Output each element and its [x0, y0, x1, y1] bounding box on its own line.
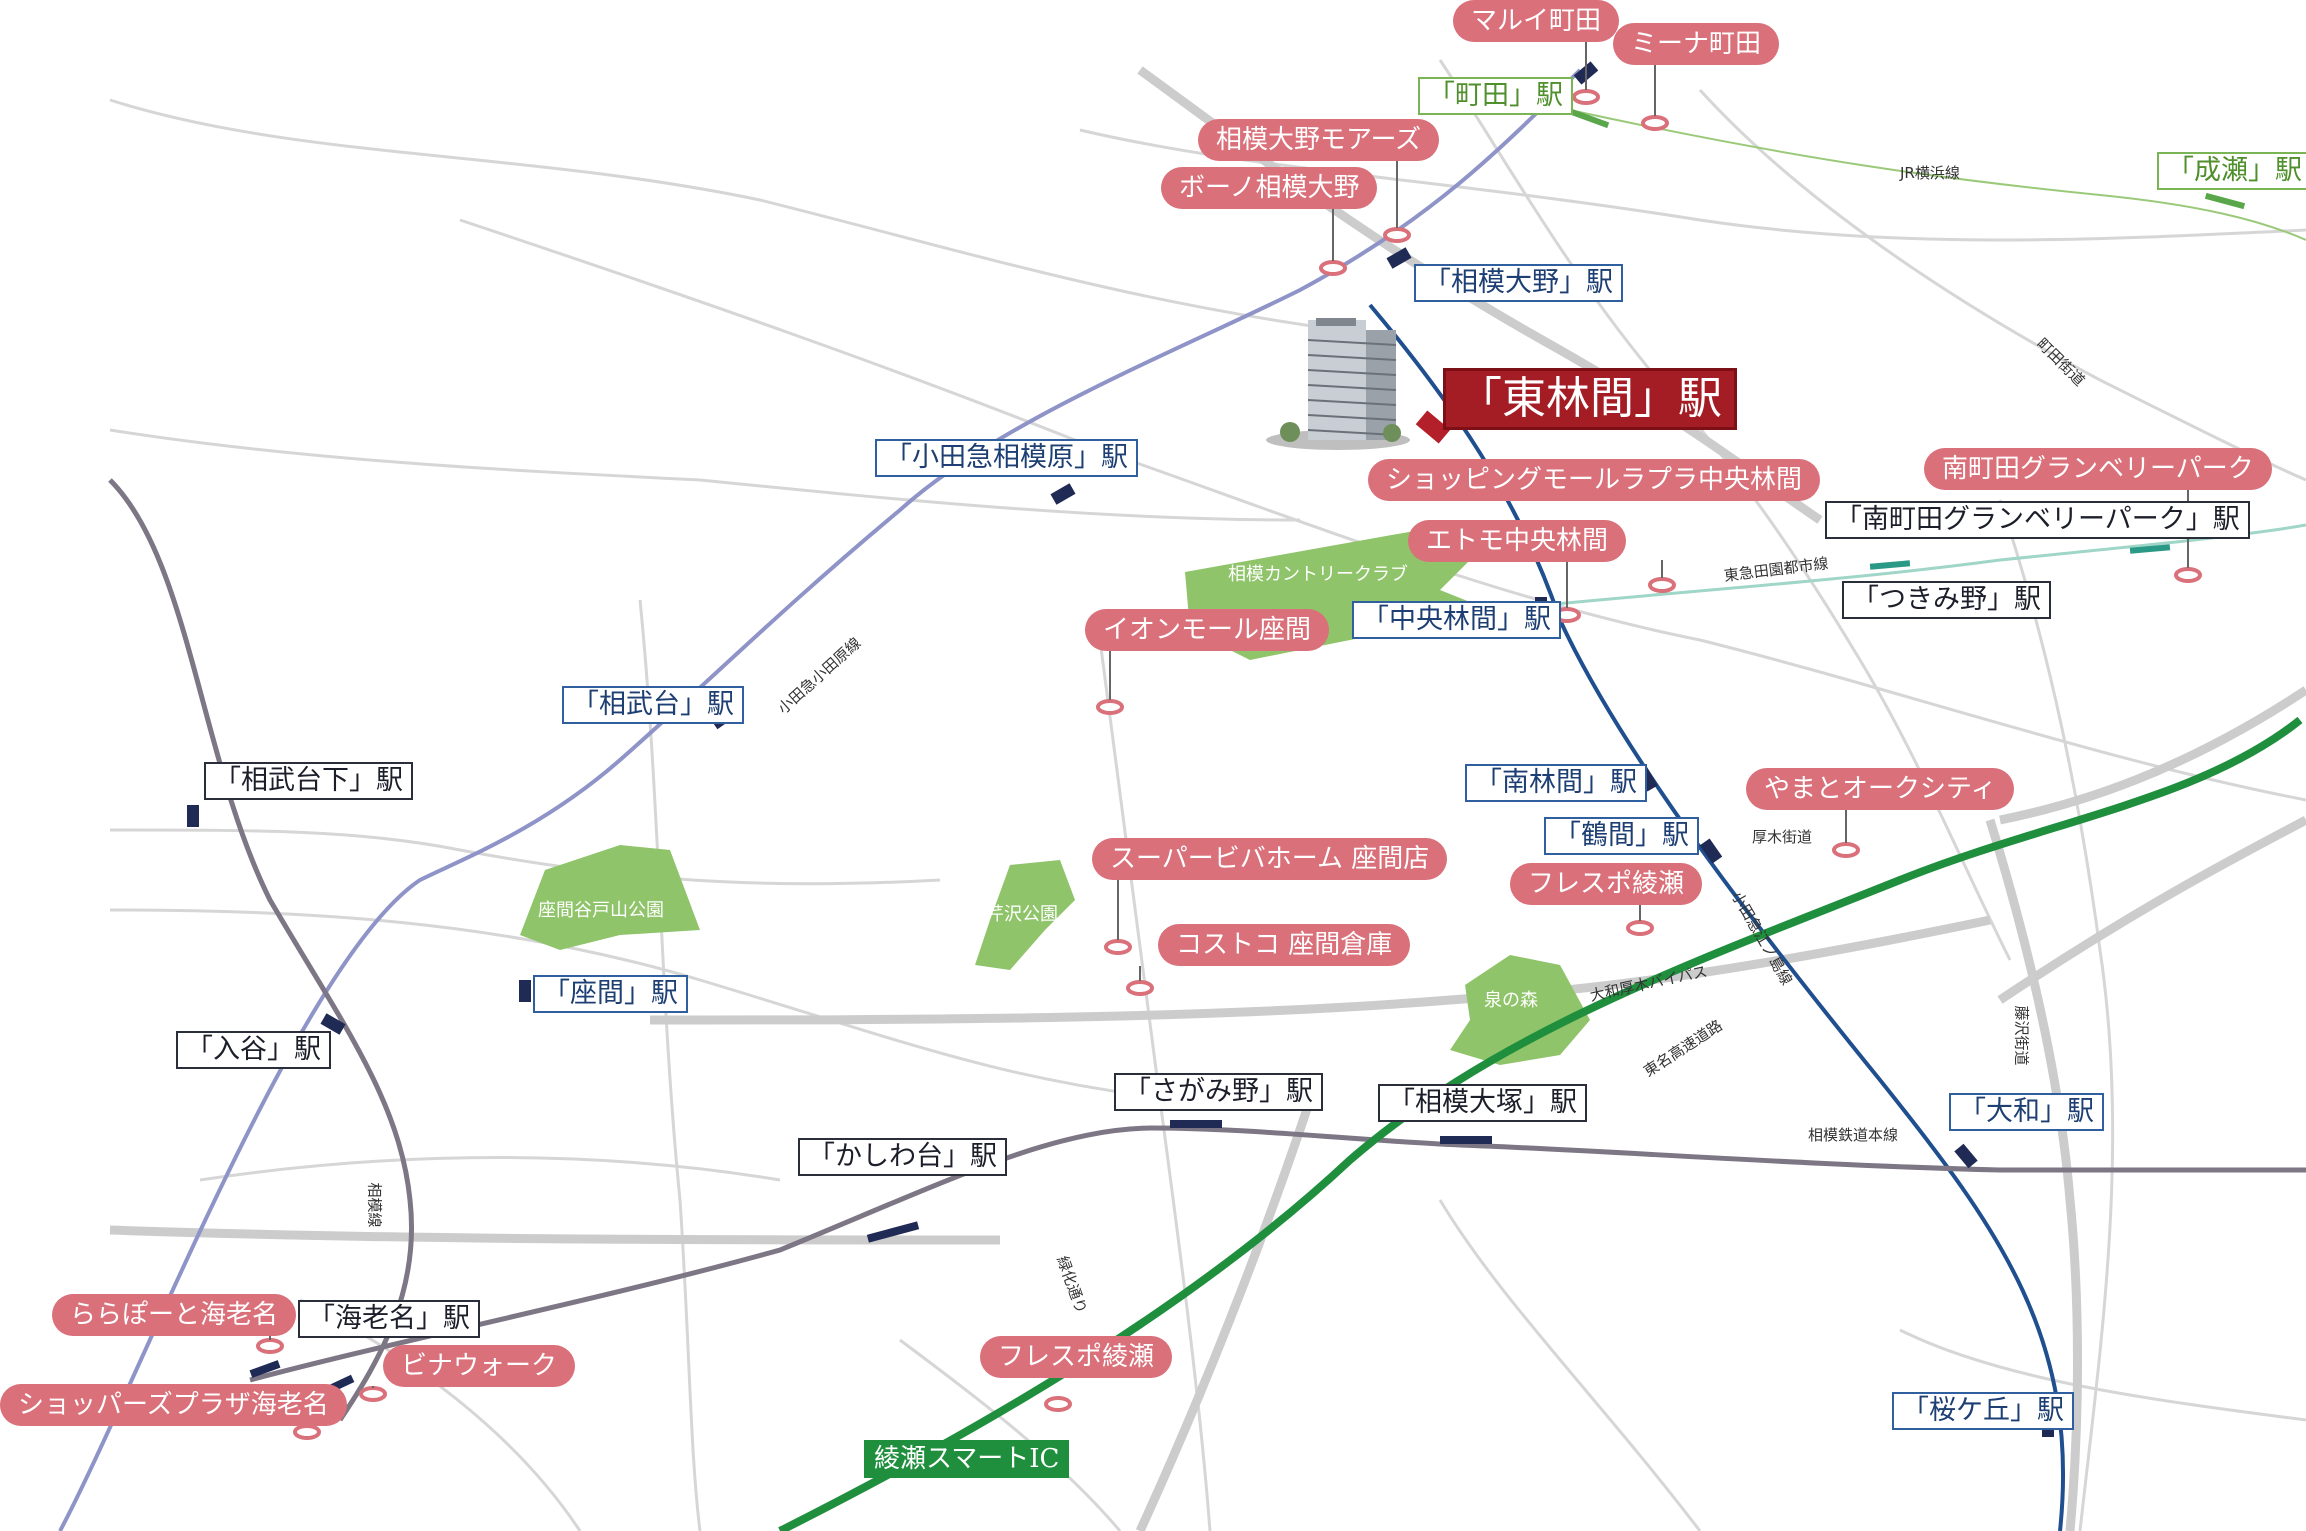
label-sagami-line: 相模線: [365, 1182, 384, 1228]
poi-pins: [256, 89, 2202, 1440]
station-iriya: 「入谷」駅: [176, 1031, 331, 1069]
poi-laprala: ショッピングモールラプラ中央林間: [1368, 459, 1821, 501]
poi-marui-machida: マルイ町田: [1453, 0, 1620, 42]
poi-lalaport-ebina: ららぽーと海老名: [52, 1294, 297, 1336]
station-machida: 「町田」駅: [1418, 77, 1573, 115]
station-sakuragaoka: 「桜ケ丘」駅: [1892, 1392, 2074, 1430]
poi-viva-home: スーパービバホーム 座間店: [1092, 838, 1448, 880]
station-yamato: 「大和」駅: [1949, 1093, 2104, 1131]
poi-yamato-oak-city: やまとオークシティ: [1746, 768, 2015, 810]
station-sagami-ono: 「相模大野」駅: [1414, 264, 1623, 302]
station-chuo-rinkan: 「中央林間」駅: [1352, 601, 1561, 639]
station-tsuruma: 「鶴間」駅: [1544, 817, 1699, 855]
label-jr-yokohama: JR横浜線: [1900, 164, 1960, 182]
jr-yokohama-line: [1569, 109, 2306, 241]
station-naruse: 「成瀬」駅: [2157, 152, 2306, 190]
sagami-line: [108, 478, 415, 1422]
poi-bono-sagami-ono: ボーノ相模大野: [1161, 167, 1378, 209]
poi-fresupo-ayase-2: フレスポ綾瀬: [980, 1336, 1173, 1378]
label-sotetsu: 相模鉄道本線: [1808, 1126, 1899, 1144]
label-atsugi-kaido: 厚木街道: [1752, 828, 1813, 846]
station-minami-rinkan: 「南林間」駅: [1465, 764, 1647, 802]
park-label-serizawa: 芹沢公園: [986, 904, 1058, 925]
station-zama: 「座間」駅: [533, 975, 688, 1013]
poi-etomo: エトモ中央林間: [1408, 520, 1627, 562]
park-label-country-club: 相模カントリークラブ: [1228, 564, 1408, 585]
road-network: [109, 59, 2306, 1531]
poi-costco-zama: コストコ 座間倉庫: [1158, 924, 1411, 966]
poi-sagami-ono-moas: 相模大野モアーズ: [1198, 119, 1440, 161]
park-label-izumi: 泉の森: [1484, 990, 1538, 1011]
station-sagamino: 「さがみ野」駅: [1114, 1073, 1323, 1111]
station-markers: [187, 61, 2054, 1437]
poi-grandberry-park: 南町田グランベリーパーク: [1924, 448, 2272, 490]
station-odakyu-sagamihara: 「小田急相模原」駅: [875, 439, 1138, 477]
station-ebina: 「海老名」駅: [298, 1300, 480, 1338]
poi-mina-machida: ミーナ町田: [1613, 23, 1780, 65]
station-minami-machida: 「南町田グランベリーパーク」駅: [1825, 501, 2250, 539]
poi-fresupo-ayase-1: フレスポ綾瀬: [1510, 863, 1703, 905]
sotetsu-line: [249, 1125, 2306, 1383]
label-fujisawa-kaido: 藤沢街道: [2012, 1005, 2031, 1066]
poi-shoppers-plaza-ebina: ショッパーズプラザ海老名: [0, 1384, 347, 1426]
park-label-zama-yatoyama: 座間谷戸山公園: [538, 900, 664, 921]
station-sagami-otsuka: 「相模大塚」駅: [1378, 1084, 1587, 1122]
station-sobudai: 「相武台」駅: [562, 686, 744, 724]
station-higashi-rinkan-highlight: 「東林間」駅: [1443, 368, 1737, 430]
poi-vina-walk: ビナウォーク: [383, 1345, 576, 1387]
station-tsukimino: 「つきみ野」駅: [1842, 581, 2051, 619]
poi-aeon-zama: イオンモール座間: [1085, 609, 1330, 651]
station-sobudaishita: 「相武台下」駅: [204, 762, 413, 800]
station-kashiwadai: 「かしわ台」駅: [798, 1138, 1007, 1176]
ayase-smart-ic-label: 綾瀬スマートIC: [864, 1440, 1070, 1478]
building-icon: [1266, 318, 1410, 450]
